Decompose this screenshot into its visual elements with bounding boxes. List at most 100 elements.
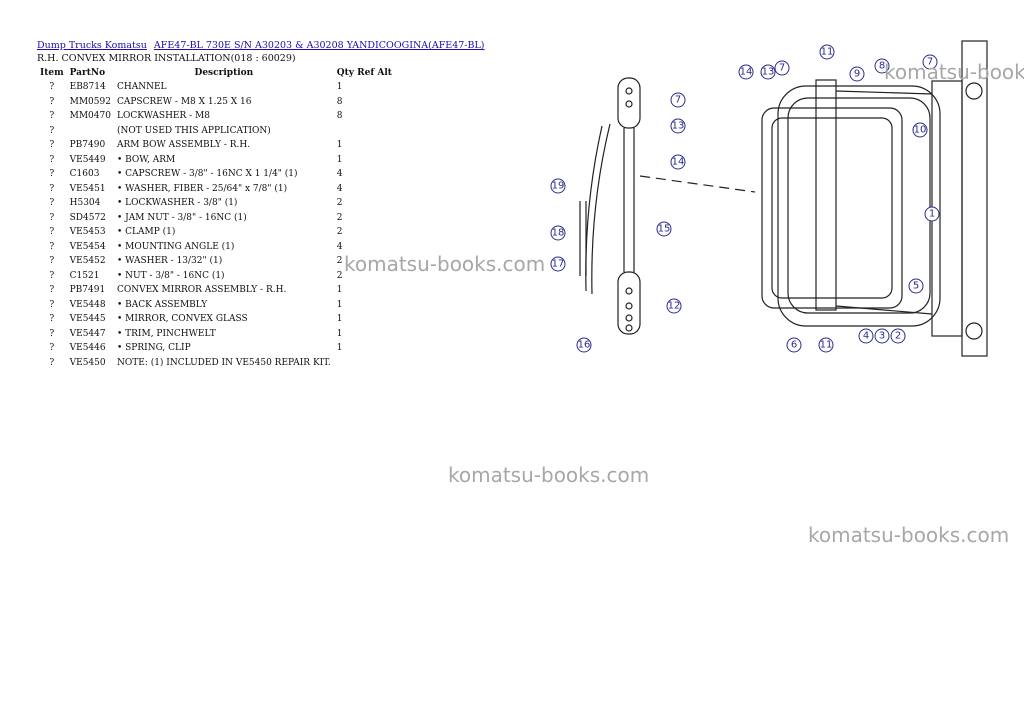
table-row: ? VE5454 • MOUNTING ANGLE (1) 4 — [37, 240, 395, 255]
cell-item: ? — [49, 140, 55, 151]
table-row: ?VE5452• WASHER - 13/32" (1)2 — [37, 254, 395, 269]
arm-lower-bracket — [617, 271, 641, 335]
callout-label: 7 — [675, 95, 681, 106]
callout-label: 18 — [552, 228, 565, 239]
callout-4: 4 — [858, 328, 874, 344]
cell-qty — [334, 356, 395, 371]
cell-item: ? — [49, 169, 55, 180]
callout-label: 17 — [552, 259, 565, 270]
breadcrumb-link-model[interactable]: AFE47-BL 730E S/N A30203 & A30208 YANDIC… — [153, 40, 485, 51]
cell-item: ? — [49, 96, 55, 107]
callout-label: 2 — [895, 331, 901, 342]
breadcrumb-link-dump-trucks[interactable]: Dump Trucks Komatsu — [37, 40, 147, 51]
cell-item: ? — [49, 154, 55, 165]
cell-item: ? — [49, 270, 55, 281]
header-item: Item — [40, 68, 64, 78]
callout-3: 3 — [874, 328, 890, 344]
cell-item: ? — [49, 82, 55, 93]
watermark-2: komatsu-books.com — [448, 463, 650, 487]
cell-qty: 4 — [336, 169, 343, 180]
cell-item: ? — [49, 328, 55, 339]
header-description: Description — [194, 68, 254, 78]
table-row: ?H5304• LOCKWASHER - 3/8" (1)2 — [37, 196, 395, 211]
breadcrumb: Dump Trucks Komatsu AFE47-BL 730E S/N A3… — [37, 40, 489, 51]
callout-label: 14 — [672, 157, 685, 168]
cell-qty: 1 — [336, 343, 343, 354]
callout-16: 16 — [576, 337, 592, 353]
cell-desc: • TRIM, PINCHWELT — [116, 328, 216, 339]
callout-label: 6 — [791, 340, 797, 351]
cell-desc: • BOW, ARM — [116, 154, 176, 165]
cell-part: VE5454 — [69, 241, 106, 252]
mirror-arm-bar — [815, 79, 837, 311]
cell-qty: 1 — [336, 82, 343, 93]
cell-item: ? — [49, 241, 55, 252]
cell-qty: 2 — [336, 227, 343, 238]
callout-2: 2 — [890, 328, 906, 344]
cell-item: ? — [49, 111, 55, 122]
arm-upper-bracket — [617, 77, 641, 129]
cell-qty: 2 — [336, 212, 343, 223]
cell-item: ? — [49, 256, 55, 267]
cell-desc: • MIRROR, CONVEX GLASS — [116, 314, 248, 325]
cell-item: ? — [49, 357, 55, 368]
cell-qty: 1 — [336, 299, 343, 310]
cell-part: VE5448 — [69, 299, 106, 310]
cell-qty: 2 — [336, 270, 343, 281]
cell-part: VE5449 — [69, 154, 106, 165]
callout-label: 7 — [779, 63, 785, 74]
cell-qty: 4 — [336, 241, 343, 252]
header-qty: Qty Ref Alt — [336, 68, 392, 78]
callout-15: 15 — [656, 221, 672, 237]
callout-7: 7 — [670, 92, 686, 108]
cell-desc: • LOCKWASHER - 3/8" (1) — [116, 198, 238, 209]
cell-desc: • SPRING, CLIP — [116, 343, 191, 354]
cell-item: ? — [49, 227, 55, 238]
cell-item: ? — [49, 299, 55, 310]
cell-part: PB7490 — [69, 140, 106, 151]
callout-label: 5 — [913, 281, 919, 292]
callout-6: 6 — [786, 337, 802, 353]
table-row: ?VE5451• WASHER, FIBER - 25/64" x 7/8" (… — [37, 182, 395, 197]
callout-label: 1 — [929, 209, 935, 220]
cell-desc: • CLAMP (1) — [116, 227, 176, 238]
cell-desc: LOCKWASHER - M8 — [116, 111, 210, 122]
table-row: ?VE5453• CLAMP (1)2 — [37, 225, 395, 240]
parts-table-header: Item PartNo Description Qty Ref Alt — [37, 66, 395, 80]
cell-part: MM0470 — [69, 111, 111, 122]
cell-desc: CAPSCREW - M8 X 1.25 X 16 — [116, 96, 252, 107]
cell-part: VE5447 — [69, 328, 106, 339]
cell-desc: NOTE: (1) INCLUDED IN VE5450 REPAIR KIT. — [116, 357, 331, 368]
parts-table: Item PartNo Description Qty Ref Alt ?EB8… — [37, 66, 395, 370]
cell-desc: ARM BOW ASSEMBLY - R.H. — [116, 140, 251, 151]
cell-desc: • JAM NUT - 3/8" - 16NC (1) — [116, 212, 247, 223]
cell-desc: (NOT USED THIS APPLICATION) — [116, 125, 271, 136]
mirror-outer-frame — [777, 85, 941, 327]
callout-label: 3 — [879, 331, 885, 342]
cell-desc: • WASHER, FIBER - 25/64" x 7/8" (1) — [116, 183, 288, 194]
callout-label: 4 — [863, 331, 869, 342]
callout-label: 10 — [914, 125, 927, 136]
cell-item: ? — [49, 314, 55, 325]
callout-label: 11 — [820, 340, 833, 351]
callout-13: 13 — [670, 118, 686, 134]
callout-label: 13 — [762, 67, 775, 78]
callout-10: 10 — [912, 122, 928, 138]
mirror-glass-edge — [591, 123, 611, 295]
cell-desc: • NUT - 3/8" - 16NC (1) — [116, 270, 225, 281]
cell-item: ? — [49, 212, 55, 223]
cell-part: C1521 — [69, 270, 100, 281]
cell-part: VE5452 — [69, 256, 106, 267]
callout-11: 11 — [818, 337, 834, 353]
cell-desc: • MOUNTING ANGLE (1) — [116, 241, 235, 252]
callout-label: 7 — [927, 57, 933, 68]
cell-item: ? — [49, 125, 55, 136]
